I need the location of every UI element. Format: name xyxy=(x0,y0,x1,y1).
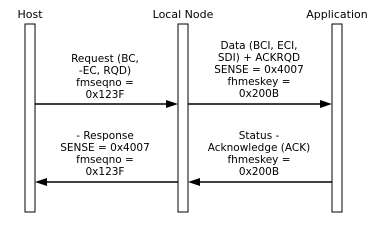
application-lifeline xyxy=(331,23,343,213)
request-line-2: -EC, RQD) xyxy=(79,65,131,77)
status-arrow xyxy=(188,178,332,186)
response-line-1: - Response xyxy=(76,130,134,142)
response-line-2: SENSE = 0x4007 xyxy=(60,142,150,154)
diagram-canvas: Host Local Node Application Request (BC,… xyxy=(17,8,368,213)
data-line-4: fhmeskey = xyxy=(227,76,290,88)
participant-local-node-label: Local Node xyxy=(153,8,214,21)
status-message-label: Status - Acknowledge (ACK) fhmeskey = 0x… xyxy=(208,130,310,178)
status-line-2: Acknowledge (ACK) xyxy=(208,142,310,154)
request-line-3: fmseqno = xyxy=(76,77,134,89)
request-message-label: Request (BC, -EC, RQD) fmseqno = 0x123F xyxy=(71,53,139,101)
request-arrow xyxy=(35,100,178,108)
request-line-4: 0x123F xyxy=(86,89,125,101)
data-arrow xyxy=(188,100,332,108)
participant-host-label: Host xyxy=(17,8,43,21)
response-line-4: 0x123F xyxy=(86,166,125,178)
status-line-1: Status - xyxy=(239,130,280,142)
host-lifeline xyxy=(24,23,36,213)
response-message-label: - Response SENSE = 0x4007 fmseqno = 0x12… xyxy=(60,130,150,178)
request-line-1: Request (BC, xyxy=(71,53,139,65)
local-node-lifeline xyxy=(177,23,189,213)
data-line-2: SDI) + ACKRQD xyxy=(218,52,300,64)
response-line-3: fmseqno = xyxy=(76,154,134,166)
data-message-label: Data (BCI, ECI, SDI) + ACKRQD SENSE = 0x… xyxy=(214,40,304,100)
data-line-1: Data (BCI, ECI, xyxy=(220,40,297,52)
data-line-5: 0x200B xyxy=(239,88,279,100)
response-arrow xyxy=(35,178,178,186)
status-line-4: 0x200B xyxy=(239,166,279,178)
participant-application-label: Application xyxy=(306,8,367,21)
sequence-diagram: Host Local Node Application Request (BC,… xyxy=(17,8,368,213)
data-line-3: SENSE = 0x4007 xyxy=(214,64,304,76)
status-line-3: fhmeskey = xyxy=(227,154,290,166)
